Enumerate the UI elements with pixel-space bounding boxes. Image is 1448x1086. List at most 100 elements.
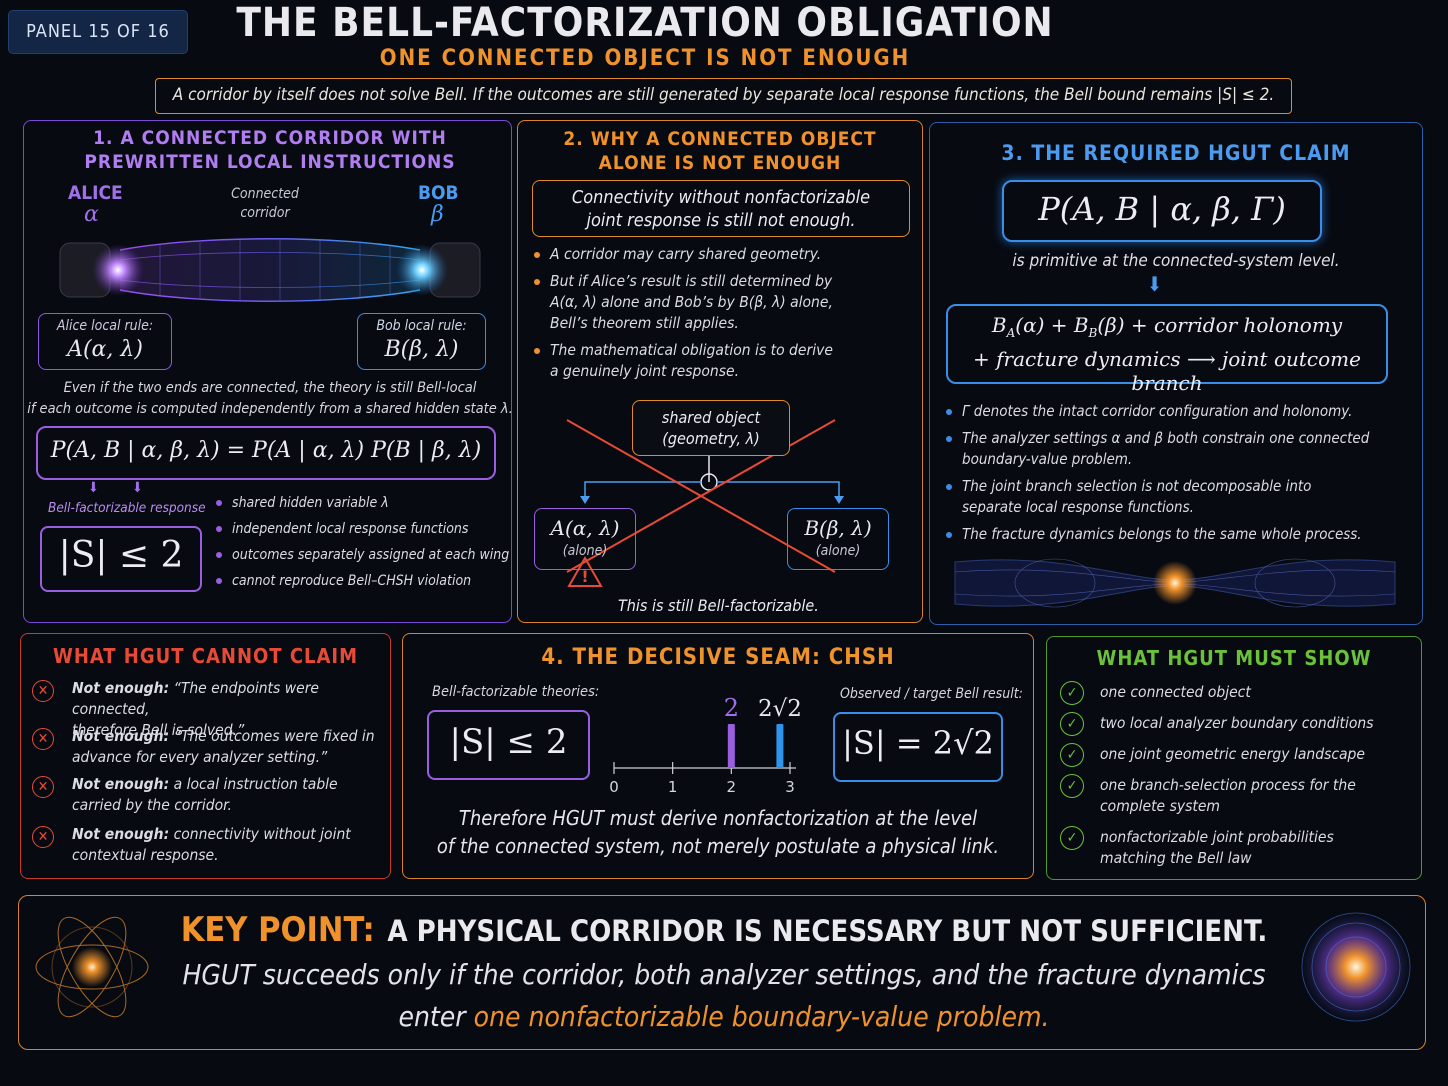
bob-rule-formula: B(β, λ) xyxy=(384,337,459,362)
list-item: ✕ Not enough: “The endpoints were connec… xyxy=(32,678,382,739)
key-point-panel xyxy=(18,895,1426,1050)
key-point-line2: enter one nonfactorizable boundary-value… xyxy=(398,1000,1050,1033)
tick-label: 3 xyxy=(785,778,795,796)
branch-formula-line2: + fracture dynamics ⟶ joint outcome bran… xyxy=(973,347,1361,395)
panel-2-quote: Connectivity without nonfactorizable joi… xyxy=(571,187,871,231)
arrow-down-icon: ⬇ xyxy=(88,480,99,496)
list-item: outcomes separately assigned at each win… xyxy=(216,542,509,568)
list-item: The joint branch selection is not decomp… xyxy=(946,476,1369,497)
alice-rule-formula: A(α, λ) xyxy=(67,337,143,362)
warning-text: This is still Bell-factorizable. xyxy=(618,596,819,615)
bar-label: 2 xyxy=(724,694,739,722)
bullet-continuation: boundary-value problem. xyxy=(962,450,1133,468)
list-item: ✓ one connected object xyxy=(1060,680,1410,711)
list-item: ✓ two local analyzer boundary conditions xyxy=(1060,711,1410,742)
list-item: The analyzer settings α and β both const… xyxy=(946,428,1369,449)
list-item: The mathematical obligation is to derive xyxy=(534,340,833,361)
tick-label: 1 xyxy=(668,778,678,796)
bob-label: BOB xyxy=(418,182,459,204)
check-circle-icon: ✓ xyxy=(1060,743,1084,767)
panel-3 xyxy=(929,122,1423,625)
bullet-continuation: separate local response functions. xyxy=(962,498,1194,516)
left-alone-formula: A(α, λ) xyxy=(550,516,620,540)
list-item: But if Alice’s result is still determine… xyxy=(534,271,833,292)
bar-label: 2√2 xyxy=(758,696,802,722)
seam-panel xyxy=(402,633,1034,879)
alice-label: ALICE xyxy=(68,182,123,204)
cannot-claim-list: ✕ Not enough: “The endpoints were connec… xyxy=(32,678,382,872)
arrow-down-icon: ⬇ xyxy=(132,480,143,496)
list-item: cannot reproduce Bell–CHSH violation xyxy=(216,568,509,594)
list-item: Γ denotes the intact corridor configurat… xyxy=(946,401,1369,422)
shared-object-box xyxy=(632,400,790,456)
seam-right-label: Observed / target Bell result: xyxy=(840,686,1023,702)
panel-2-quote-box xyxy=(532,180,910,237)
bound-box xyxy=(40,526,202,592)
check-circle-icon: ✓ xyxy=(1060,774,1084,798)
bullet-continuation: a genuinely joint response. xyxy=(550,362,740,380)
panel-3-bullets: Γ denotes the intact corridor configurat… xyxy=(946,401,1369,545)
left-alone-box xyxy=(534,508,636,570)
panel-1-bullets: shared hidden variable λ independent loc… xyxy=(216,490,509,594)
seam-title: 4. THE DECISIVE SEAM: CHSH xyxy=(541,645,895,670)
alice-rule-label: Alice local rule: xyxy=(56,318,154,334)
panel-badge: PANEL 15 OF 16 xyxy=(8,10,188,54)
corridor-label: Connected corridor xyxy=(231,186,299,221)
panel-1-title-line2: PREWRITTEN LOCAL INSTRUCTIONS xyxy=(84,151,456,173)
x-circle-icon: ✕ xyxy=(32,728,54,750)
seam-right-box xyxy=(833,712,1003,782)
bullet-continuation: A(α, λ) alone and Bob’s by B(β, λ) alone… xyxy=(550,293,833,311)
right-alone-sub: (alone) xyxy=(815,543,861,559)
panel-2 xyxy=(517,120,923,623)
must-show-panel xyxy=(1046,636,1422,880)
panel-1-title-line1: 1. A CONNECTED CORRIDOR WITH xyxy=(93,127,447,149)
check-circle-icon: ✓ xyxy=(1060,712,1084,736)
svg-text:!: ! xyxy=(581,567,588,586)
right-alone-formula: B(β, λ) xyxy=(804,516,872,540)
list-item: The fracture dynamics belongs to the sam… xyxy=(946,524,1369,545)
corridor-illustration xyxy=(59,238,481,302)
hgut-formula-box xyxy=(1002,180,1322,242)
factorizable-label: Bell-factorizable response xyxy=(48,500,206,516)
factorization-formula-box xyxy=(36,426,496,480)
key-point-label: KEY POINT: xyxy=(180,910,375,950)
seam-left-label: Bell-factorizable theories: xyxy=(432,684,600,700)
check-circle-icon: ✓ xyxy=(1060,681,1084,705)
list-item: ✕ Not enough: “The outcomes were fixed i… xyxy=(32,726,382,774)
list-item: A corridor may carry shared geometry. xyxy=(534,244,833,265)
panel-2-title-line1: 2. WHY A CONNECTED OBJECT xyxy=(563,128,877,150)
page-title: THE BELL-FACTORIZATION OBLIGATION xyxy=(236,0,1054,46)
list-item: independent local response functions xyxy=(216,516,509,542)
check-circle-icon: ✓ xyxy=(1060,826,1084,850)
key-point-headline: KEY POINT: A PHYSICAL CORRIDOR IS NECESS… xyxy=(160,910,1288,950)
spiral-galaxy-icon xyxy=(1300,911,1412,1023)
alice-rule-box xyxy=(38,313,172,370)
list-item: shared hidden variable λ xyxy=(216,490,509,516)
list-item: ✓ one joint geometric energy landscape xyxy=(1060,742,1410,773)
arrow-down-icon: ⬇ xyxy=(1147,272,1163,296)
alice-symbol: α xyxy=(84,202,99,227)
factorization-diagram: ! xyxy=(566,419,844,587)
key-point-line1: HGUT succeeds only if the corridor, both… xyxy=(182,958,1266,991)
value-bar xyxy=(727,724,735,768)
must-show-title: WHAT HGUT MUST SHOW xyxy=(1096,646,1372,670)
intro-banner: A corridor by itself does not solve Bell… xyxy=(155,78,1292,114)
branch-formula-line1: BA(α) + BB(β) + corridor holonomy xyxy=(991,313,1343,340)
panel-2-title-line2: ALONE IS NOT ENOUGH xyxy=(598,152,842,174)
seam-left-bound: |S| ≤ 2 xyxy=(449,722,568,762)
panel-1 xyxy=(23,120,512,623)
panel-3-title: 3. THE REQUIRED HGUT CLAIM xyxy=(1001,141,1351,165)
x-circle-icon: ✕ xyxy=(32,680,54,702)
bullet-continuation: Bell’s theorem still applies. xyxy=(550,314,739,332)
seam-right-value: |S| = 2√2 xyxy=(842,724,994,762)
hgut-formula: P(A, B | α, β, Γ) xyxy=(1038,190,1286,228)
panel-2-bullets: A corridor may carry shared geometry. Bu… xyxy=(534,244,833,382)
shared-object-label: shared object (geometry, λ) xyxy=(661,408,761,448)
primitive-text: is primitive at the connected-system lev… xyxy=(1012,251,1340,271)
left-alone-sub: (alone) xyxy=(562,543,608,559)
atom-orbit-icon xyxy=(35,916,149,1018)
holonomy-illustration xyxy=(954,558,1396,608)
cannot-claim-title: WHAT HGUT CANNOT CLAIM xyxy=(52,644,359,668)
